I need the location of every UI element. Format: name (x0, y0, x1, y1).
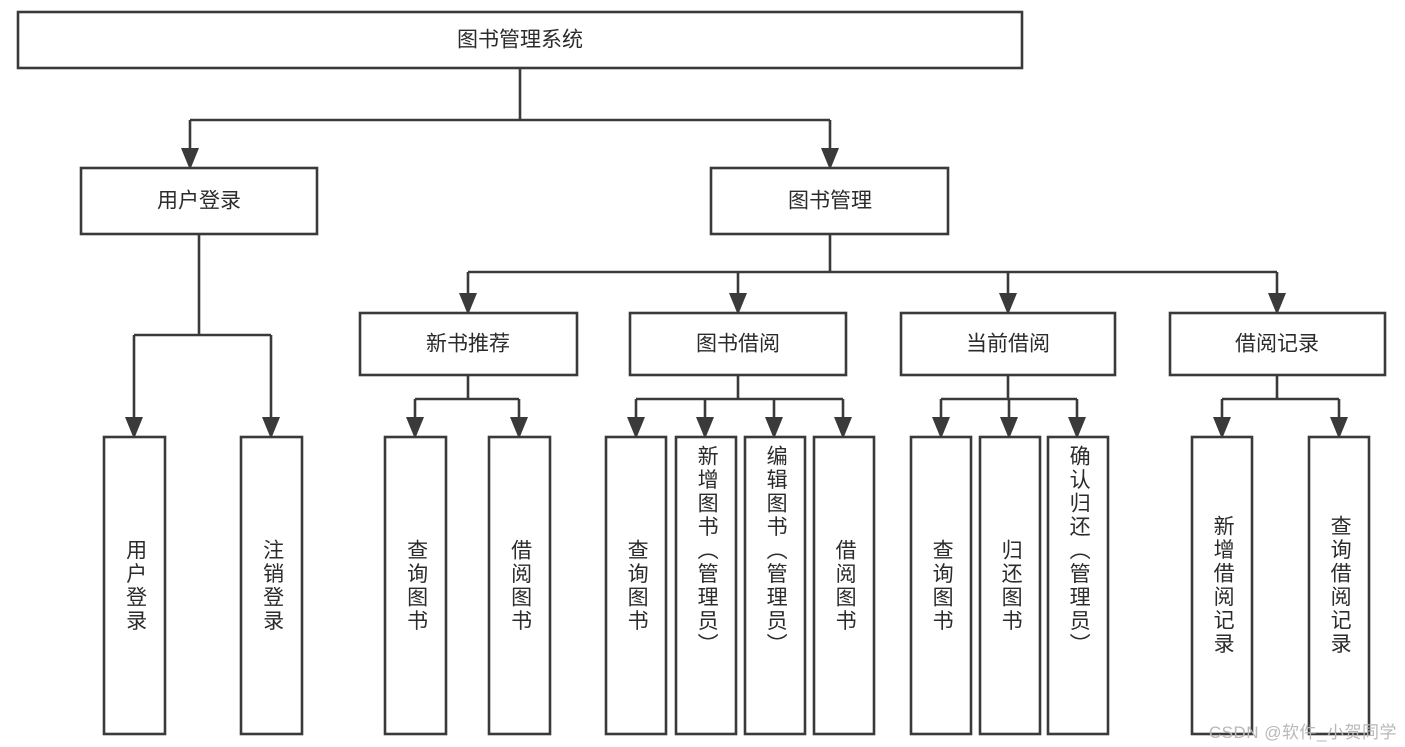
node-book-manage[interactable]: 图书管理 (709, 166, 950, 236)
node-current-borrow-rect[interactable] (899, 311, 1117, 377)
node-leaf-query-book-2-rect[interactable] (604, 435, 668, 736)
node-new-book-rec-label: 新书推荐 (426, 333, 510, 356)
node-leaf-confirm-return-rect[interactable] (1046, 435, 1110, 736)
node-leaf-add-record-rect[interactable] (1190, 435, 1254, 736)
node-leaf-borrow-book-2-rect[interactable] (812, 435, 876, 736)
arrowhead-user-login (181, 148, 199, 170)
node-book-borrow[interactable]: 图书借阅 (628, 311, 848, 377)
node-root-label: 图书管理系统 (457, 29, 583, 52)
node-user-login-rect[interactable] (79, 166, 319, 236)
node-root[interactable]: 图书管理系统 (16, 10, 1024, 70)
node-leaf-logout-rect[interactable] (239, 435, 304, 736)
node-root-rect[interactable] (16, 10, 1024, 70)
arrowhead-book-manage (821, 148, 839, 170)
node-book-borrow-rect[interactable] (628, 311, 848, 377)
node-leaf-return-book-rect[interactable] (978, 435, 1042, 736)
node-book-manage-label: 图书管理 (788, 190, 872, 213)
csdn-watermark: CSDN @软件_小贺同学 (1208, 723, 1397, 742)
node-leaf-user-login-rect[interactable] (102, 435, 167, 736)
node-new-book-rec-rect[interactable] (358, 311, 579, 377)
node-leaf-add-book-rect[interactable] (674, 435, 738, 736)
node-borrow-record-rect[interactable] (1168, 311, 1387, 377)
node-user-login[interactable]: 用户登录 (79, 166, 319, 236)
node-leaf-borrow-book-1-rect[interactable] (487, 435, 552, 736)
node-borrow-record[interactable]: 借阅记录 (1168, 311, 1387, 377)
node-user-login-label: 用户登录 (157, 190, 241, 213)
node-leaf-edit-book-rect[interactable] (743, 435, 807, 736)
node-book-borrow-label: 图书借阅 (696, 333, 780, 356)
node-leaf-query-book-1-rect[interactable] (383, 435, 448, 736)
node-current-borrow-label: 当前借阅 (966, 333, 1050, 356)
node-leaf-query-book-3-rect[interactable] (909, 435, 973, 736)
node-leaf-query-record-rect[interactable] (1307, 435, 1371, 736)
node-new-book-rec[interactable]: 新书推荐 (358, 311, 579, 377)
node-borrow-record-label: 借阅记录 (1235, 333, 1319, 356)
node-book-manage-rect[interactable] (709, 166, 950, 236)
node-current-borrow[interactable]: 当前借阅 (899, 311, 1117, 377)
